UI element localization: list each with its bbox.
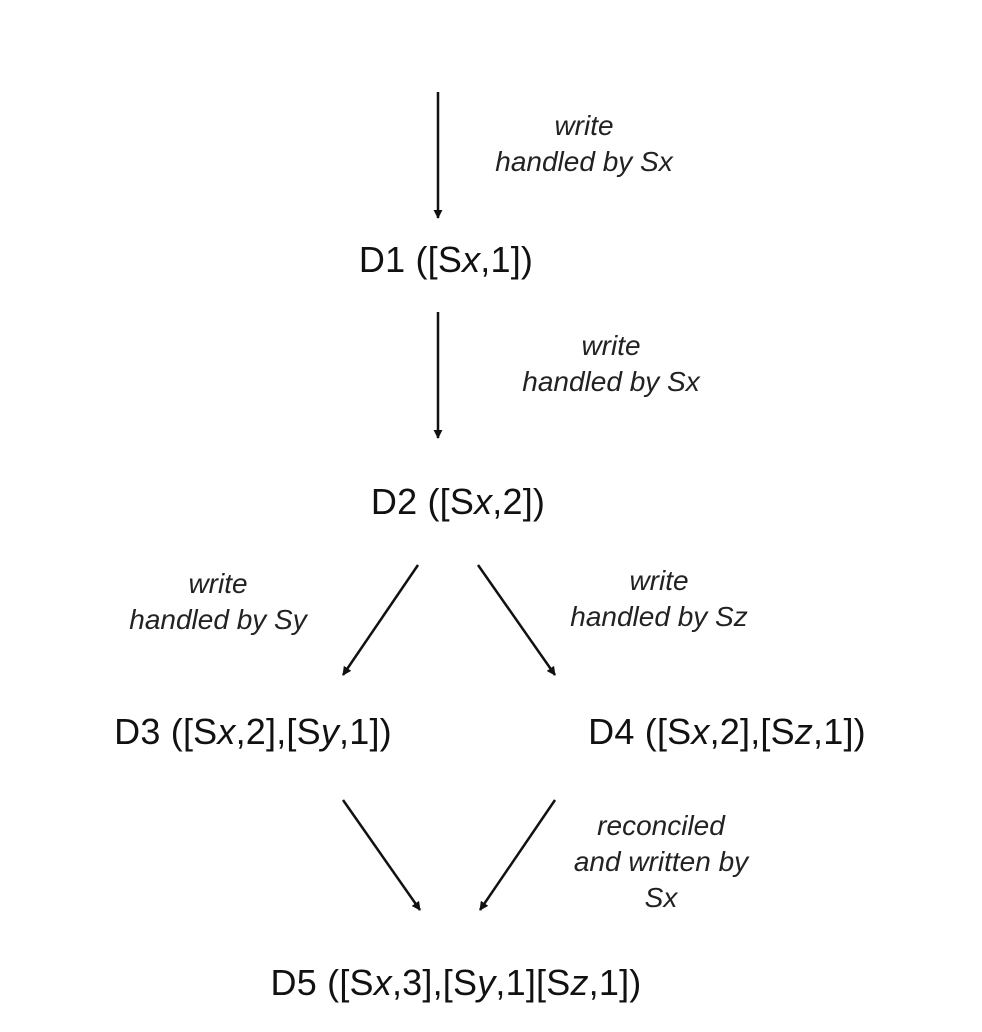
node-name: D5 [270,962,317,1003]
node-d1: D1 ([Sx,1]) [359,240,533,280]
server-var: y [320,711,340,752]
server-var: x [217,711,236,752]
node-name: D1 [358,239,406,280]
edge-label-line: and written by [573,846,749,877]
node-text: ,1][S [495,962,571,1003]
edge-label-d2-d3: write handled by Sy [129,566,306,638]
node-d5: D5 ([Sx,3],[Sy,1][Sz,1]) [271,963,642,1003]
node-text: ,2],[S [709,711,795,752]
node-text: ([S [405,239,463,280]
arrow-d4-to-d5 [478,799,557,911]
server-var: x [462,239,481,280]
edge-label-line: handled by Sx [495,146,673,177]
edge-label-line: write [629,565,689,596]
server-var: z [570,962,589,1003]
node-text: ([S [634,711,692,752]
edge-label-line: handled by Sz [570,601,748,632]
edge-label-d2-d4: write handled by Sz [570,563,747,635]
edge-label-line: reconciled [597,810,725,841]
server-var: x [474,481,493,522]
edge-label-line: write [581,330,641,361]
node-text: ,1]) [813,711,866,752]
arrow-d3-to-d5 [341,799,422,911]
server-var: y [477,962,496,1003]
node-text: ([S [316,962,374,1003]
edge-label-line: handled by Sx [522,366,700,397]
edge-label-line: write [554,110,614,141]
edge-label-line: write [188,568,248,599]
edge-label-line: Sx [644,882,678,913]
server-var: x [691,711,710,752]
arrow-d2-to-d3 [341,564,420,676]
node-text: ([S [417,481,475,522]
node-text: ,3],[S [391,962,478,1003]
node-text: ([S [160,711,218,752]
node-name: D2 [370,481,418,522]
edge-label-d1-d2: write handled by Sx [522,328,699,400]
node-d2: D2 ([Sx,2]) [371,482,545,522]
server-var: z [794,711,814,752]
node-d4: D4 ([Sx,2],[Sz,1]) [588,712,866,752]
node-name: D4 [588,711,635,752]
node-text: ,1]) [588,962,642,1003]
server-var: x [373,962,392,1003]
node-text: ,2]) [492,481,546,522]
edge-label-line: handled by Sy [129,604,307,635]
node-text: ,2],[S [235,711,321,752]
node-d3: D3 ([Sx,2],[Sy,1]) [114,712,392,752]
node-text: ,1]) [480,239,534,280]
node-text: ,1]) [339,711,392,752]
edge-label-d4-d5: reconciled and written by Sx [574,808,748,916]
arrow-d2-to-d4 [476,564,557,676]
node-name: D3 [114,711,161,752]
edge-label-input-d1: write handled by Sx [495,108,672,180]
